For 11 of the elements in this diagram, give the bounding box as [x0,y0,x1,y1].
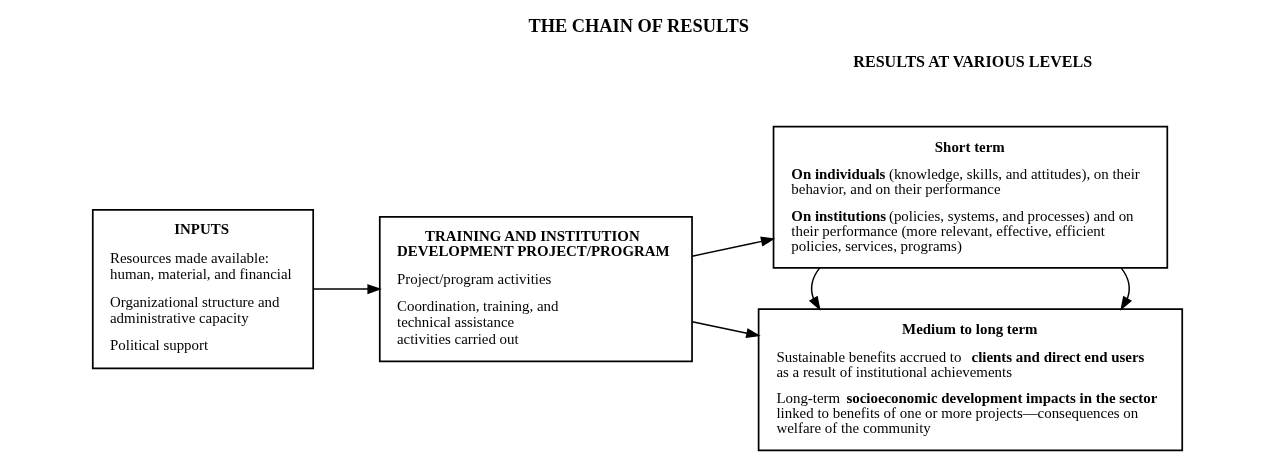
node-box: Medium to long term Sustainable benefits accrued to clients and direct end users as a result of institutional achievements Long-term socioeconomic development impacts in the sector linked to benefits of one or more projects—consequences on welfare of the community [757,307,1183,451]
label: RESULTS AT VARIOUS LEVELS [852,52,1092,70]
node-box: Short term On individuals (knowledge, skills, and attitudes), on their behavior, and on their performance On institutions (policies, systems, and processes) and on their performance (more relevant, effective, efficient policies, services, programs) [772,125,1168,269]
arrow [312,283,382,294]
diagram-title: THE CHAIN OF RESULTS [527,15,749,36]
arrow [1119,266,1132,311]
arrow [808,266,821,311]
node-box: INPUTS Resources made available: human, material, and financial Organizational structure and administrative capacity Political support [91,208,314,369]
arrow [690,236,775,257]
node-box: TRAINING AND INSTITUTION DEVELOPMENT PROJECT/PROGRAM Project/program activities Coordination, training, and technical assistance activities carried out [378,215,693,362]
arrow [690,320,761,338]
